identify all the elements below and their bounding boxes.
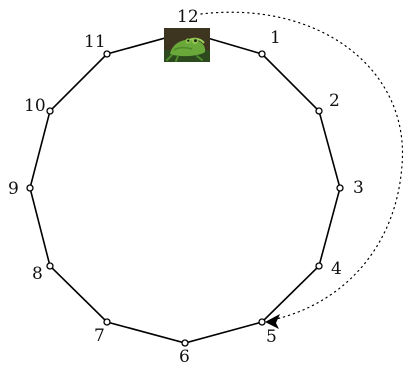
jump-arrow-12-to-5	[201, 12, 402, 320]
vertex-10	[47, 108, 53, 114]
cycle-edges	[30, 32, 340, 343]
vertex-label-1: 1	[270, 28, 281, 48]
vertex-2	[316, 108, 322, 114]
vertex-label-4: 4	[331, 259, 342, 279]
vertex-label-9: 9	[8, 179, 19, 199]
vertex-label-5: 5	[266, 327, 277, 347]
vertex-1	[259, 51, 265, 57]
frog-image	[164, 28, 210, 62]
vertex-label-8: 8	[32, 264, 43, 284]
vertex-label-11: 11	[84, 32, 106, 52]
vertex-9	[27, 185, 33, 191]
vertex-label-7: 7	[94, 326, 105, 346]
vertex-label-3: 3	[353, 178, 364, 198]
vertex-label-6: 6	[179, 347, 190, 366]
vertex-3	[337, 185, 343, 191]
vertex-label-10: 10	[24, 96, 46, 116]
vertex-4	[316, 263, 322, 269]
vertex-6	[182, 340, 188, 346]
vertex-7	[104, 319, 110, 325]
vertex-label-12: 12	[177, 7, 199, 27]
vertex-label-2: 2	[329, 91, 340, 111]
vertex-8	[47, 263, 53, 269]
vertex-5	[259, 319, 265, 325]
